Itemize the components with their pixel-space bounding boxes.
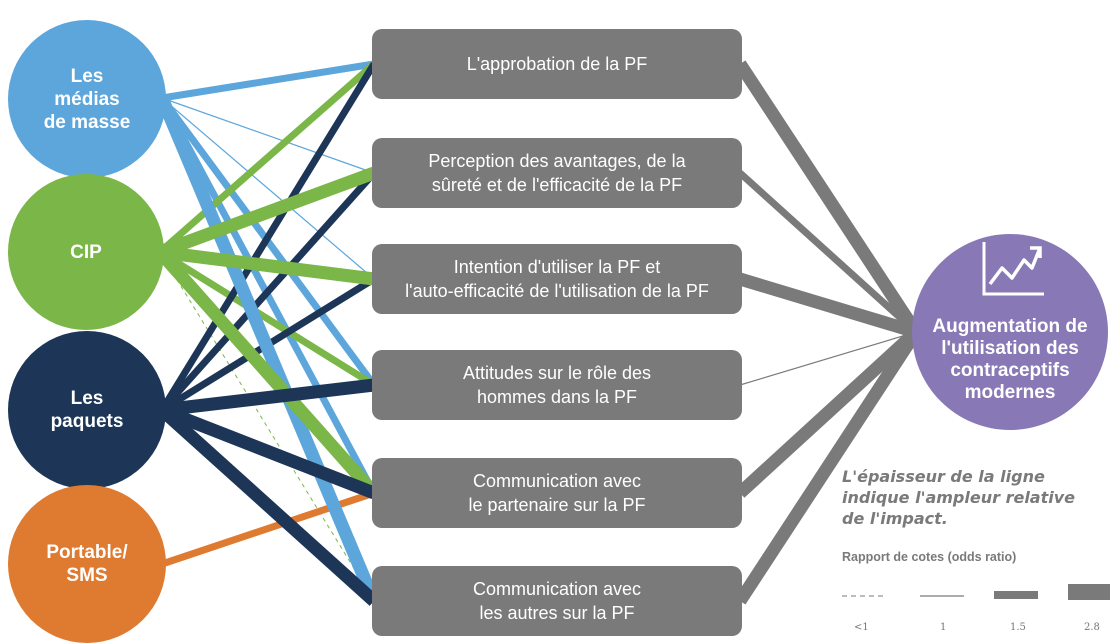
legend-label: 1 <box>940 622 947 633</box>
connection-line-paquets <box>161 378 375 417</box>
connection-line-medias <box>161 97 375 280</box>
mediator-intention: Intention d'utiliser la PF et l'auto-eff… <box>372 244 742 314</box>
outcome-connection-line <box>739 331 917 386</box>
connection-line-medias <box>161 97 375 174</box>
driver-label: CIP <box>70 241 102 263</box>
connection-line-cip <box>157 166 377 259</box>
mediator-communication-partenaire: Communication avec le partenaire sur la … <box>372 458 742 528</box>
legend-swatches <box>842 584 1110 600</box>
driver-label: Les médias de masse <box>43 65 131 133</box>
connection-line-medias <box>156 95 380 604</box>
mediator-perception: Perception des avantages, de la sûreté e… <box>372 138 742 208</box>
connection-line-paquets <box>157 405 379 606</box>
outcome-connection-line <box>738 272 918 339</box>
driver-cip: CIP <box>8 174 164 330</box>
odds-ratio-legend: <1 1 1.5 2.8 <box>832 580 1110 635</box>
legend-label: 1.5 <box>1010 622 1026 633</box>
driver-les-paquets: Les paquets <box>8 331 166 489</box>
outcome-circle: Augmentation de l'utilisation des contra… <box>912 234 1108 430</box>
legend-label: <1 <box>854 622 869 633</box>
mediator-attitudes: Attitudes sur le rôle des hommes dans la… <box>372 350 742 420</box>
legend-title: Rapport de cotes (odds ratio) <box>842 550 1017 564</box>
connection-line-paquets <box>159 170 377 413</box>
connection-line-paquets <box>159 62 377 412</box>
connection-line-cip <box>159 245 375 286</box>
connection-line-paquets <box>159 403 377 500</box>
connection-line-medias <box>161 60 375 102</box>
outcome-connection-line <box>734 60 922 336</box>
driver-portable-sms: Portable/ SMS <box>8 485 166 643</box>
connection-line-cip <box>157 61 377 255</box>
driver-label: Portable/ SMS <box>46 542 128 586</box>
mediator-approbation: L'approbation de la PF <box>372 29 742 99</box>
outcome-connection-line <box>734 328 922 605</box>
outcome-connection-line <box>737 170 919 335</box>
thickness-note: L'épaisseur de la ligne indique l'ampleu… <box>842 467 1076 528</box>
mediator-communication-autres: Communication avec les autres sur la PF <box>372 566 742 636</box>
outcome-connection-line <box>735 327 921 498</box>
driver-medias-de-masse: Les médias de masse <box>8 20 166 178</box>
outcome-label: Augmentation de l'utilisation des contra… <box>932 316 1088 403</box>
connection-line-cip <box>155 247 379 498</box>
trend-up-chart-icon <box>982 242 1044 296</box>
driver-label: Les paquets <box>50 388 124 432</box>
connection-line-cip <box>158 249 376 388</box>
legend-label: 2.8 <box>1084 622 1100 633</box>
